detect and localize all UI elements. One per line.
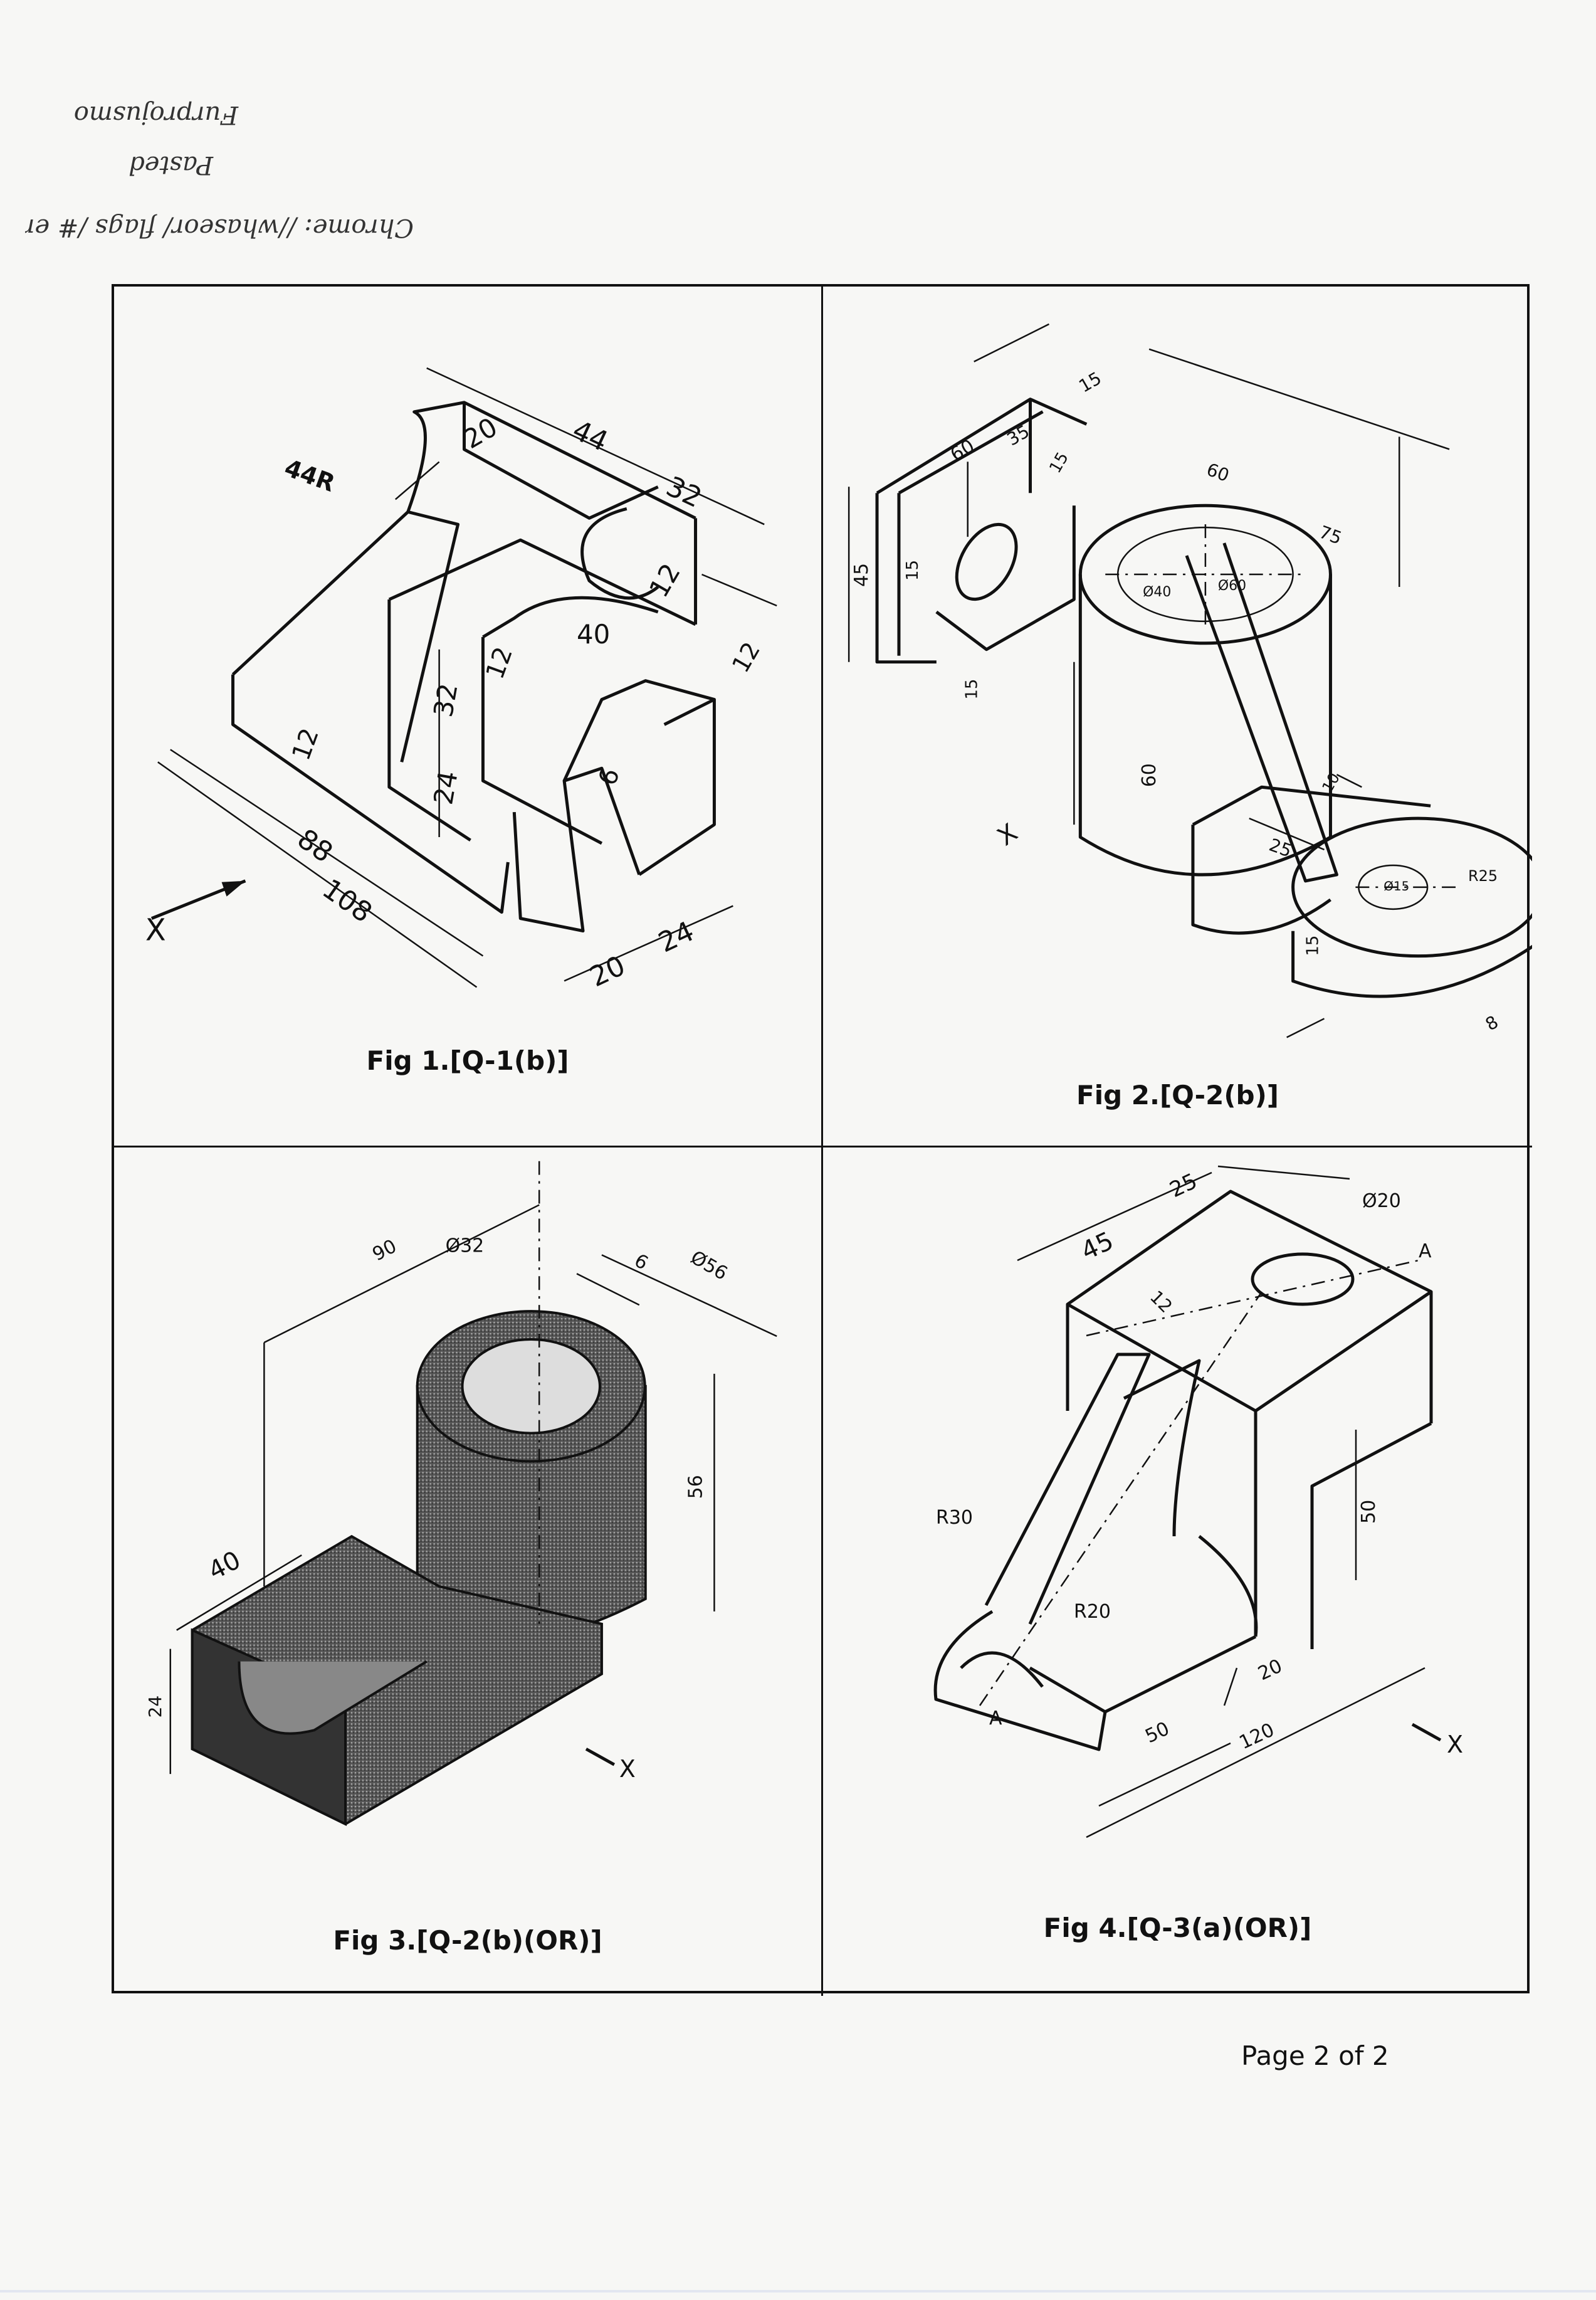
fig4-label-a-top: A (1419, 1240, 1432, 1262)
fig2-dim-75: 75 (1316, 522, 1345, 549)
fig1-dim-12-right: 12 (643, 558, 686, 603)
fig1-dim-44r: 44R (281, 454, 339, 497)
figure-1-caption: Fig 1.[Q-1(b)] (366, 1045, 569, 1076)
figure-4-drawing: 25 Ø20 45 12 A 50 R30 R20 20 50 120 A X (933, 1165, 1463, 1838)
note-line-3: Chrome: //whaseor/ flags /# enable (25, 213, 414, 242)
fig1-dim-12-mid: 12 (481, 643, 519, 683)
fig4-dim-20: 20 (1255, 1655, 1286, 1685)
figure-3-caption: Fig 3.[Q-2(b)(OR)] (333, 1925, 602, 1956)
fig4-dim-120: 120 (1236, 1719, 1278, 1754)
fig2-dim-r25: R25 (1468, 867, 1498, 885)
fig4-dim-50-right: 50 (1358, 1500, 1380, 1524)
page-number: Page 2 of 2 (1241, 2040, 1389, 2071)
figure-3-panel: 90 Ø32 6 Ø56 56 40 24 X Fig 3.[Q-2(b)(OR… (114, 1147, 823, 1996)
fig3-dim-40: 40 (204, 1546, 245, 1586)
fig4-direction-x: X (1447, 1731, 1463, 1758)
fig3-direction-x: X (619, 1755, 636, 1783)
fig2-dim-60-a: 60 (947, 435, 978, 466)
fig1-dim-24: 24 (428, 769, 464, 807)
fig1-dim-6: 6 (593, 764, 626, 789)
fig2-dim-15-a: 15 (1075, 367, 1105, 396)
figure-grid: 44R 20 44 32 12 40 12 32 24 12 6 88 108 … (112, 284, 1532, 1996)
fig3-dim-90: 90 (369, 1235, 401, 1265)
fig1-dim-24-bottom: 24 (654, 915, 699, 959)
fig2-dim-15-b: 15 (1046, 449, 1072, 477)
figure-2-caption: Fig 2.[Q-2(b)] (1076, 1080, 1279, 1110)
figure-4-caption: Fig 4.[Q-3(a)(OR)] (1043, 1912, 1312, 1943)
fig3-dim-6: 6 (631, 1250, 652, 1275)
figure-4-panel: 25 Ø20 45 12 A 50 R30 R20 20 50 120 A X … (823, 1147, 1532, 1996)
fig2-dim-60-c: 60 (1138, 763, 1160, 787)
scan-edge (0, 2290, 1596, 2292)
fig4-dim-d20: Ø20 (1362, 1190, 1401, 1212)
fig3-dim-56: 56 (685, 1475, 707, 1499)
note-line-1: Furprojusmo (74, 100, 239, 129)
fig1-dim-40: 40 (577, 619, 610, 650)
fig3-dim-d32: Ø32 (446, 1235, 485, 1257)
fig1-dim-32-top: 32 (661, 470, 706, 514)
fig4-dim-r20: R20 (1074, 1601, 1111, 1623)
fig1-dim-20-bottom: 20 (585, 949, 630, 993)
fig2-dim-15-d: 15 (963, 679, 982, 700)
fig2-direction-x: X (992, 818, 1023, 852)
figure-2-drawing: 15 60 35 15 60 75 45 15 Ø40 Ø60 15 60 10… (848, 323, 1532, 1038)
fig3-dim-d56: Ø56 (687, 1247, 732, 1285)
fig1-direction-x: X (145, 914, 166, 948)
figure-2-panel: 15 60 35 15 60 75 45 15 Ø40 Ø60 15 60 10… (823, 287, 1532, 1147)
figure-1-drawing: 44R 20 44 32 12 40 12 32 24 12 6 88 108 … (145, 367, 777, 993)
fig2-dim-d40: Ø40 (1143, 584, 1171, 600)
fig1-dim-12-right-lower: 12 (727, 637, 765, 677)
fig4-dim-25: 25 (1166, 1169, 1201, 1203)
fig3-dim-24: 24 (145, 1696, 165, 1718)
fig4-dim-45: 45 (1077, 1226, 1118, 1266)
fig4-dim-12: 12 (1146, 1287, 1177, 1317)
handwritten-notes: Furprojusmo Pasted Chrome: //whaseor/ fl… (0, 69, 414, 257)
fig1-dim-32-side: 32 (428, 681, 464, 719)
fig2-dim-15-c: 15 (903, 560, 922, 581)
note-line-2: Pasted (129, 150, 214, 179)
fig2-dim-45: 45 (851, 563, 873, 587)
fig4-label-a-bottom: A (989, 1707, 1002, 1729)
fig2-dim-15-e: 15 (1304, 936, 1323, 956)
figure-1-panel: 44R 20 44 32 12 40 12 32 24 12 6 88 108 … (114, 287, 823, 1147)
fig2-dim-60-b: 60 (1204, 459, 1232, 486)
fig4-dim-50-bottom: 50 (1142, 1717, 1173, 1748)
fig2-dim-35: 35 (1004, 421, 1033, 450)
figure-3-drawing: 90 Ø32 6 Ø56 56 40 24 X (145, 1161, 777, 1827)
fig2-dim-8: 8 (1482, 1011, 1502, 1035)
fig2-dim-d15: Ø15 (1383, 878, 1409, 894)
fig2-dim-10: 10 (1318, 770, 1343, 795)
fig2-dim-d60: Ø60 (1218, 578, 1246, 594)
fig1-dim-12-left: 12 (286, 724, 325, 764)
fig4-dim-r30: R30 (936, 1507, 973, 1529)
